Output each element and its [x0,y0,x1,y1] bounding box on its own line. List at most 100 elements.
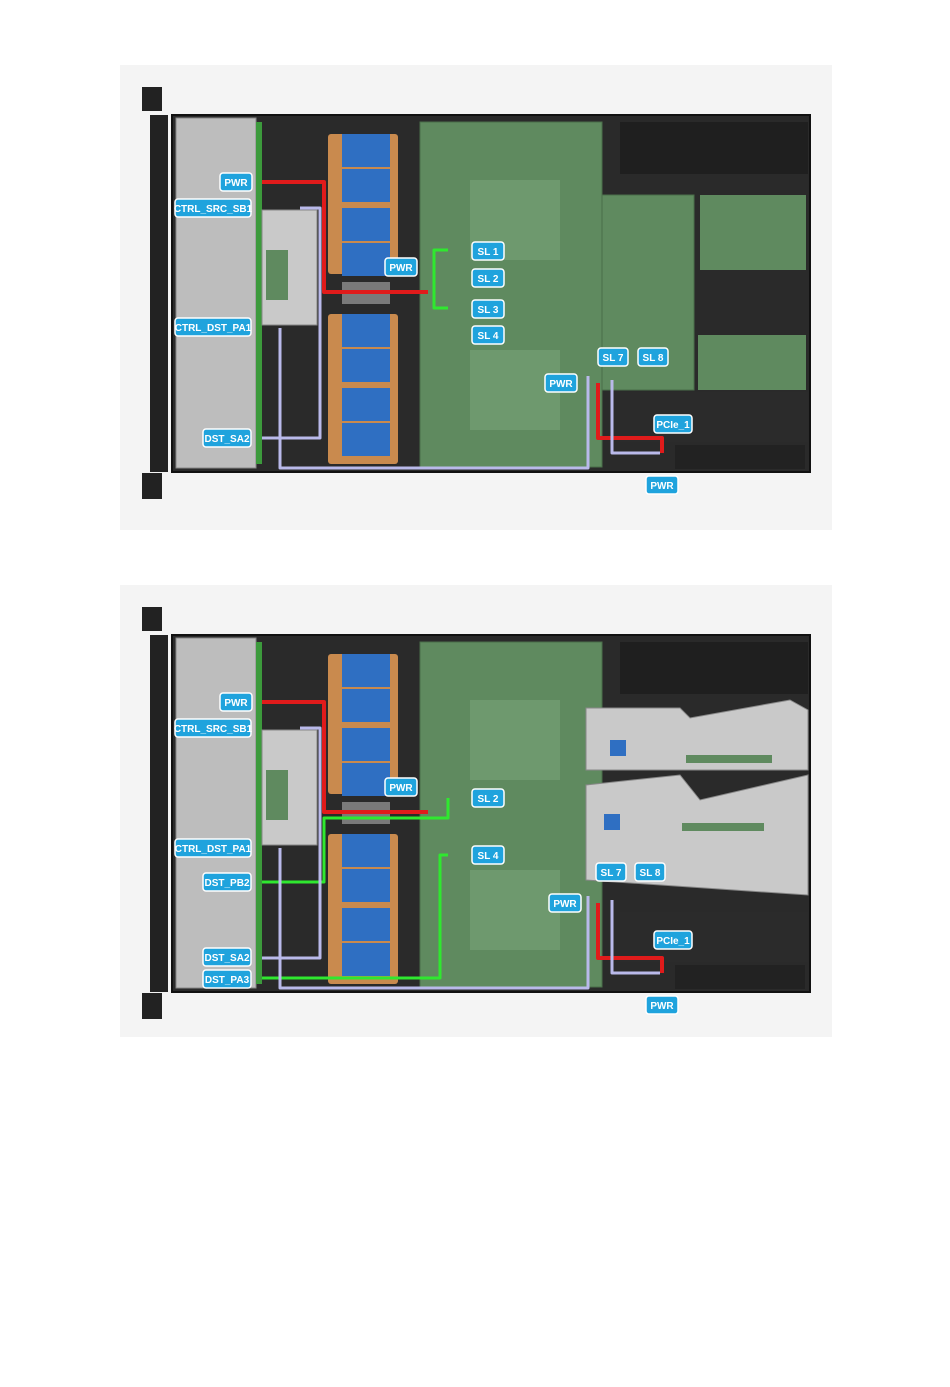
label-pcie1: PCIe_1 [654,415,692,433]
svg-text:SL 2: SL 2 [478,274,499,285]
label-sl8: SL 8 [635,863,665,881]
label-dst-sa2: DST_SA2 [203,948,251,966]
backplane-board [256,642,262,984]
controller-board [266,770,288,820]
psu-area [620,392,808,442]
svg-text:PWR: PWR [224,178,248,189]
front-bezel [150,115,168,472]
label-pcie1: PCIe_1 [654,931,692,949]
label-sl4: SL 4 [472,326,504,344]
svg-text:CTRL_DST_PA1: CTRL_DST_PA1 [175,844,252,855]
svg-text:SL 8: SL 8 [640,868,661,879]
label-ctrl-dst-pa1: CTRL_DST_PA1 [175,839,252,857]
label-ctrl-src-sb1: CTRL_SRC_SB1 [174,719,253,737]
fan-module [342,689,390,722]
fan-module [342,834,390,867]
bezel-bottom-tab [142,993,162,1019]
svg-text:DST_PA3: DST_PA3 [205,975,250,986]
svg-text:SL 4: SL 4 [478,851,499,862]
pcie-slot-bay [675,965,805,989]
label-pwr-mid: PWR [385,258,417,276]
label-pwr-right: PWR [545,374,577,392]
fan-module [342,654,390,687]
svg-text:PWR: PWR [389,263,413,274]
bezel-top-tab [142,607,162,631]
svg-text:SL 8: SL 8 [643,353,664,364]
svg-text:PWR: PWR [650,1001,674,1012]
backplane-board [256,122,262,464]
svg-text:PWR: PWR [549,379,573,390]
riser-slot [686,755,772,763]
fan-module [342,908,390,941]
riser-chip [604,814,620,830]
label-ctrl-src-sb1: CTRL_SRC_SB1 [174,199,253,217]
svg-text:PCIe_1: PCIe_1 [656,420,690,431]
fan-module [342,388,390,421]
psu-area [620,912,808,962]
fan-module [342,134,390,167]
bezel-top-tab [142,87,162,111]
psu-top [620,642,808,694]
label-sl7: SL 7 [596,863,626,881]
fan-module [342,423,390,456]
fan-module [342,728,390,761]
svg-text:PWR: PWR [224,698,248,709]
svg-text:PWR: PWR [389,783,413,794]
riser-slot-top [700,195,806,270]
svg-text:DST_SA2: DST_SA2 [204,953,249,964]
svg-text:PWR: PWR [553,899,577,910]
riser-slot [682,823,764,831]
cpu-socket-1 [470,700,560,780]
svg-text:SL 7: SL 7 [601,868,622,879]
label-pwr-bottom: PWR [646,996,678,1014]
riser-chip [610,740,626,756]
label-pwr-mid: PWR [385,778,417,796]
cabling-diagram-2: PWR CTRL_SRC_SB1 CTRL_DST_PA1 DST_PB2 DS… [0,580,950,1040]
cabling-diagram-1: PWR CTRL_SRC_SB1 CTRL_DST_PA1 DST_SA2 PW… [0,60,950,535]
svg-text:PCIe_1: PCIe_1 [656,936,690,947]
label-pwr-right: PWR [549,894,581,912]
fan-module [342,763,390,796]
label-pwr-bottom: PWR [646,476,678,494]
riser-slot-bottom [698,335,806,390]
label-dst-sa2: DST_SA2 [203,429,251,447]
front-bezel [150,635,168,992]
fan-module [342,314,390,347]
label-pwr-left: PWR [220,693,252,711]
svg-text:PWR: PWR [650,481,674,492]
fan-module [342,243,390,276]
svg-text:SL 2: SL 2 [478,794,499,805]
label-dst-pb2: DST_PB2 [203,873,251,891]
svg-text:CTRL_DST_PA1: CTRL_DST_PA1 [175,323,252,334]
label-ctrl-dst-pa1: CTRL_DST_PA1 [175,318,252,336]
svg-text:DST_PB2: DST_PB2 [204,878,249,889]
label-dst-pa3: DST_PA3 [203,970,251,988]
label-sl2: SL 2 [472,789,504,807]
fan-module [342,943,390,976]
fan-module [342,169,390,202]
svg-text:CTRL_SRC_SB1: CTRL_SRC_SB1 [174,724,253,735]
svg-text:SL 1: SL 1 [478,247,499,258]
drive-bay [176,638,256,988]
svg-text:DST_SA2: DST_SA2 [204,434,249,445]
svg-text:SL 7: SL 7 [603,353,624,364]
bezel-bottom-tab [142,473,162,499]
fan-module [342,869,390,902]
label-sl4: SL 4 [472,846,504,864]
psu-top [620,122,808,174]
fan-module [342,349,390,382]
fan-module [342,208,390,241]
pcie-slot-bay [675,445,805,469]
label-sl3: SL 3 [472,300,504,318]
drive-bay [176,118,256,468]
cpu-socket-2 [470,870,560,950]
svg-text:CTRL_SRC_SB1: CTRL_SRC_SB1 [174,204,253,215]
svg-text:SL 4: SL 4 [478,331,499,342]
label-pwr-left: PWR [220,173,252,191]
svg-text:SL 3: SL 3 [478,305,499,316]
label-sl2: SL 2 [472,269,504,287]
label-sl7: SL 7 [598,348,628,366]
label-sl8: SL 8 [638,348,668,366]
label-sl1: SL 1 [472,242,504,260]
controller-board [266,250,288,300]
